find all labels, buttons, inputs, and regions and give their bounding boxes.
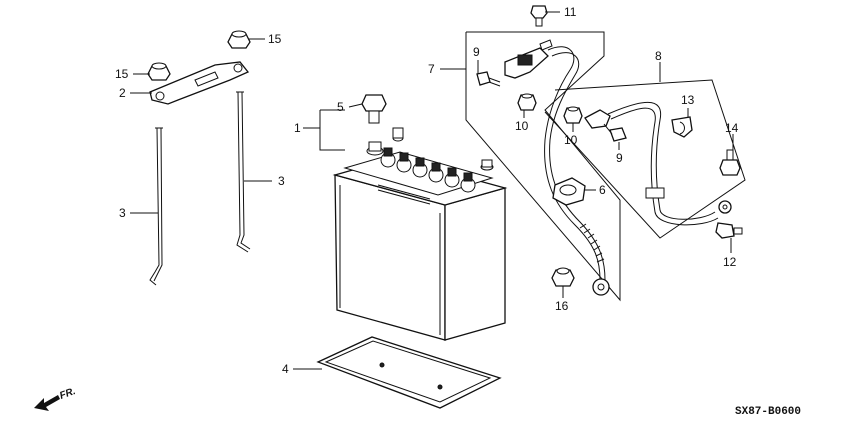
bolt-9-upper <box>476 71 501 87</box>
front-direction-indicator: FR. <box>34 386 77 411</box>
battery <box>332 127 508 341</box>
nut-10-left <box>517 93 537 111</box>
bolt-14 <box>719 149 741 176</box>
group-box-7 <box>465 31 621 302</box>
ground-cable <box>584 101 732 226</box>
callout-3-right: 3 <box>278 174 285 188</box>
flange-nut-upper <box>227 30 251 49</box>
leader-lines <box>130 11 734 370</box>
battery-cell-caps <box>380 147 476 193</box>
callout-16: 16 <box>555 299 569 313</box>
hold-down-bracket <box>149 61 250 105</box>
nut-16 <box>551 267 575 287</box>
hold-down-rod-right <box>236 91 251 253</box>
callout-1: 1 <box>294 121 301 135</box>
callout-7: 7 <box>428 62 435 76</box>
callout-12: 12 <box>723 255 737 269</box>
positive-cable <box>504 39 610 296</box>
callout-9-lower: 9 <box>616 151 623 165</box>
callout-15-upper: 15 <box>268 32 282 46</box>
callout-6: 6 <box>599 183 606 197</box>
callout-9-upper: 9 <box>473 45 480 59</box>
callout-3-left: 3 <box>119 206 126 220</box>
callout-8: 8 <box>655 49 662 63</box>
battery-terminals <box>366 127 494 171</box>
group-box-8 <box>544 79 746 239</box>
callout-10-left: 10 <box>515 119 529 133</box>
callout-11: 11 <box>564 5 577 19</box>
callout-5: 5 <box>337 100 344 114</box>
cable-corrugation <box>579 223 605 263</box>
cable-clamp <box>552 177 586 206</box>
flange-nut-lower <box>147 62 171 81</box>
callout-2: 2 <box>119 86 126 100</box>
hold-down-rod-left <box>149 127 163 286</box>
callout-14: 14 <box>725 121 739 135</box>
bolt-11 <box>530 5 548 27</box>
bolt-9-lower <box>603 123 627 142</box>
front-label: FR. <box>58 386 77 402</box>
callout-13: 13 <box>681 93 695 107</box>
terminal-bolt <box>361 94 387 124</box>
callout-4: 4 <box>282 362 289 376</box>
diagram-code: SX87-B0600 <box>735 406 801 418</box>
bolt-12 <box>715 222 743 239</box>
clip <box>671 116 693 138</box>
front-arrow-icon <box>34 395 60 411</box>
battery-tray <box>316 336 502 409</box>
callout-numbers: 1 2 3 3 4 5 6 7 8 9 9 10 10 11 12 13 14 … <box>115 5 739 376</box>
nut-10-right <box>563 106 583 124</box>
callout-10-right: 10 <box>564 133 578 147</box>
callout-15-lower: 15 <box>115 67 129 81</box>
